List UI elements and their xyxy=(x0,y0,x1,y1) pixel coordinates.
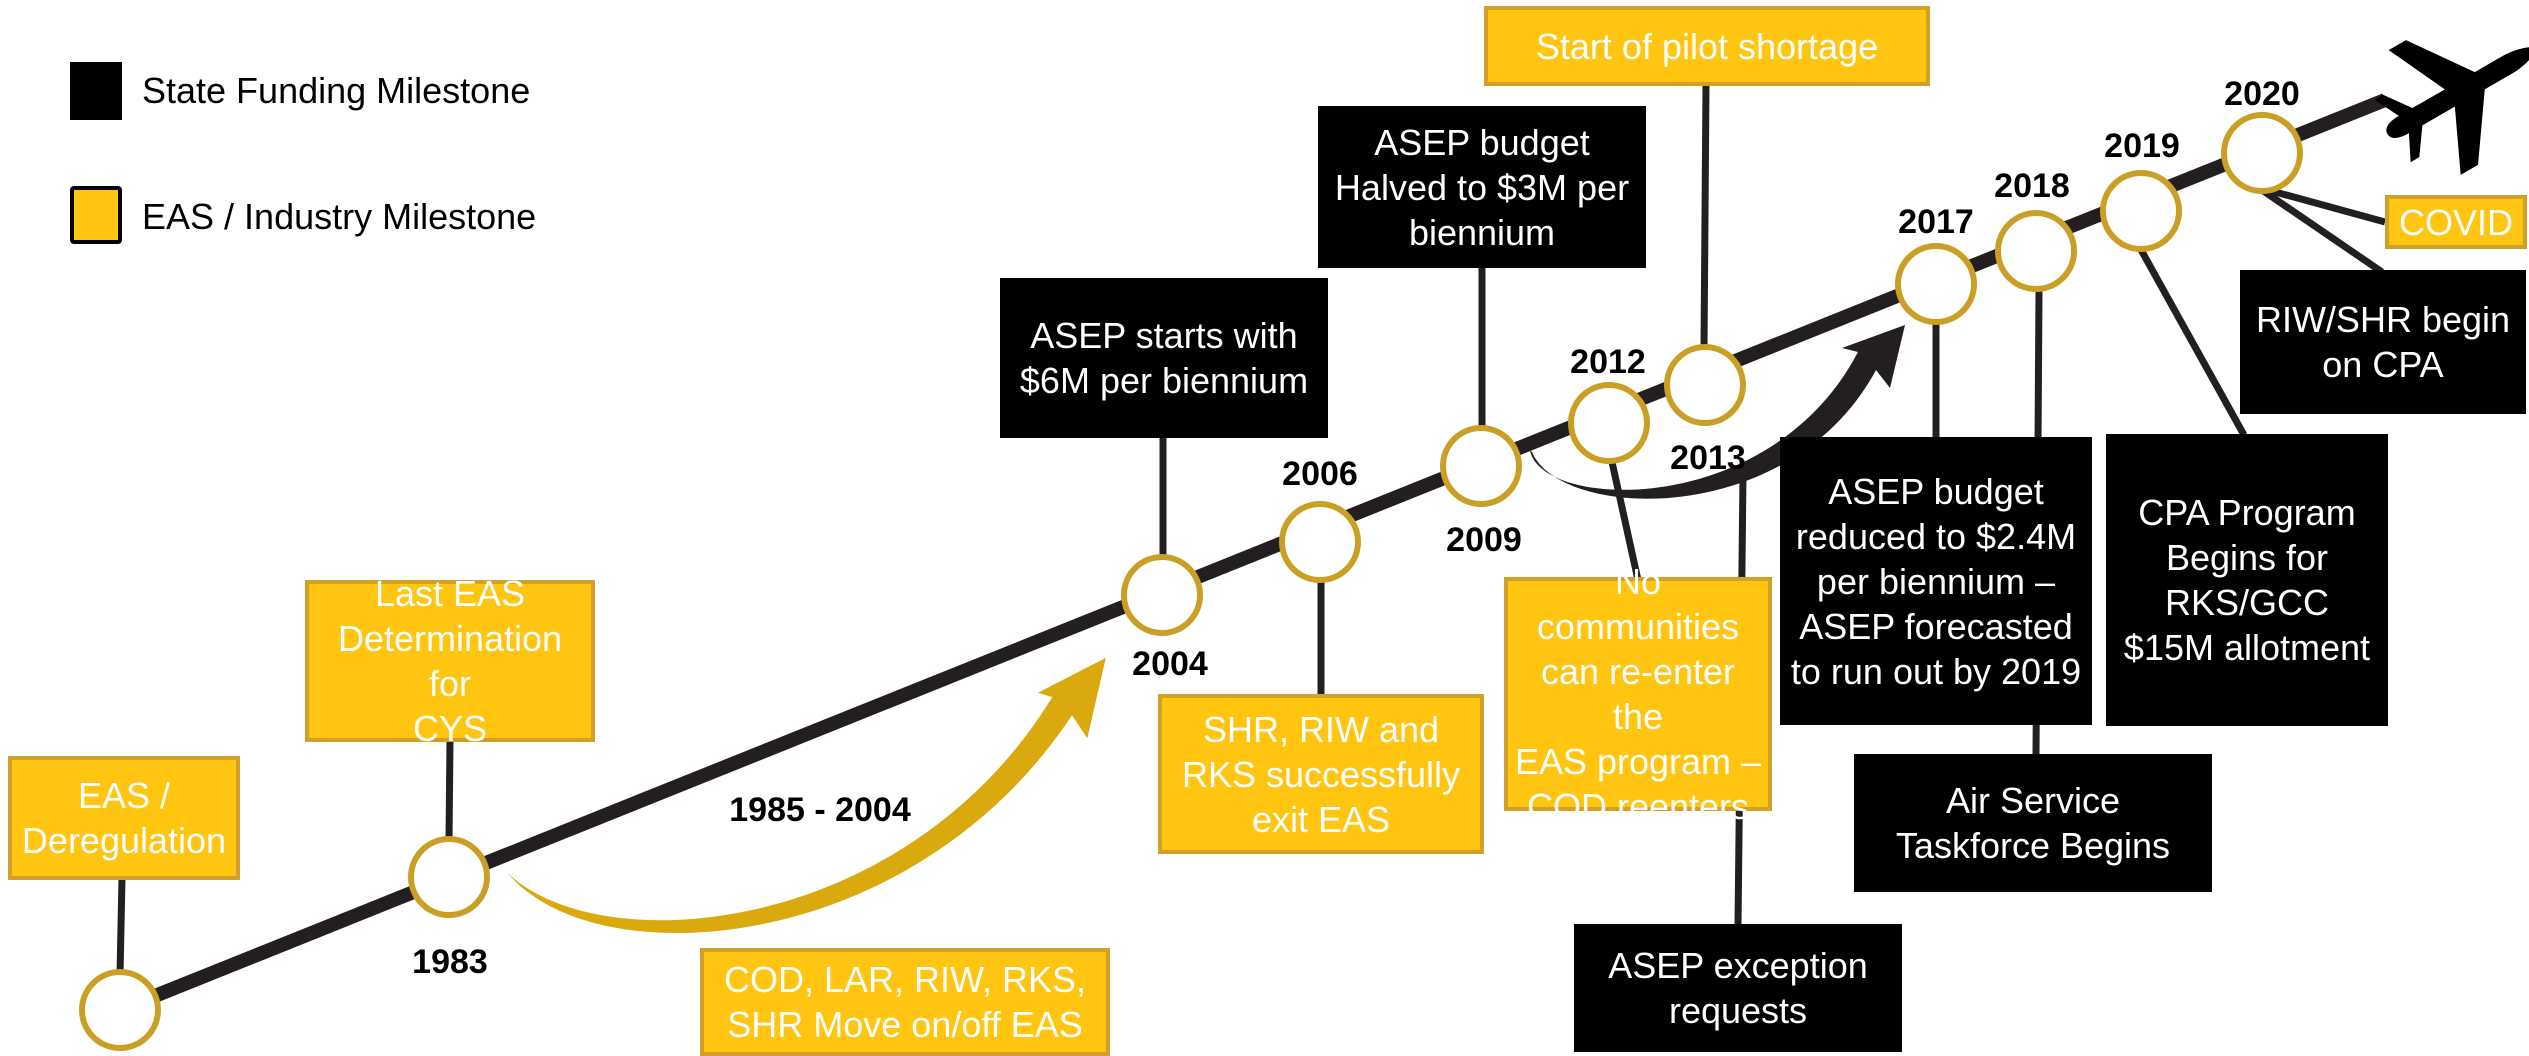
milestone-circle-2019 xyxy=(2100,170,2182,252)
connector-cpa xyxy=(2136,246,2248,437)
milestone-riw-shr-cpa: RIW/SHR begin on CPA xyxy=(2240,270,2526,414)
year-label-2020: 2020 xyxy=(2224,74,2300,113)
milestone-circle-2017 xyxy=(1895,243,1977,325)
curved-arrow-icon xyxy=(1530,325,1905,499)
milestone-asep-starts: ASEP starts with $6M per biennium xyxy=(1000,278,1328,438)
legend-label-state: State Funding Milestone xyxy=(142,70,531,111)
milestone-circle-1978 xyxy=(79,969,161,1051)
year-label-2019: 2019 xyxy=(2104,126,2180,165)
milestone-covid: COVID xyxy=(2385,195,2527,249)
milestone-asep-reduced: ASEP budget reduced to $2.4M per bienniu… xyxy=(1780,437,2092,725)
legend-swatch-eas xyxy=(70,186,122,244)
span-label-1985-2004: 1985 - 2004 xyxy=(729,790,911,829)
milestone-circle-2004 xyxy=(1121,554,1203,636)
milestone-circle-2020 xyxy=(2221,112,2303,194)
airplane-icon xyxy=(2374,40,2529,175)
year-label-2009: 2009 xyxy=(1446,520,1522,559)
connector-no-communities xyxy=(1608,461,1642,581)
milestone-air-service-taskforce: Air Service Taskforce Begins xyxy=(1854,754,2212,892)
milestone-shr-riw-exit: SHR, RIW and RKS successfully exit EAS xyxy=(1158,694,1484,854)
milestone-pilot-shortage: Start of pilot shortage xyxy=(1484,6,1930,86)
year-label-2006: 2006 xyxy=(1282,454,1358,493)
legend-swatch-state xyxy=(70,62,122,120)
year-label-2012: 2012 xyxy=(1570,342,1646,381)
milestone-circle-2012 xyxy=(1568,382,1650,464)
connector-covid xyxy=(2267,186,2386,226)
year-label-2004: 2004 xyxy=(1132,644,1208,683)
connector-last-eas xyxy=(445,739,454,841)
milestone-no-communities: No communities can re-enter the EAS prog… xyxy=(1504,561,1772,827)
milestone-circle-2013 xyxy=(1664,344,1746,426)
milestone-eas-deregulation: EAS / Deregulation xyxy=(8,756,240,880)
year-label-2017: 2017 xyxy=(1898,202,1974,241)
connector-riw-shr xyxy=(2260,187,2384,275)
milestone-circle-2018 xyxy=(1995,210,2077,292)
curved-arrow-icon xyxy=(503,652,1111,936)
milestone-circle-2009 xyxy=(1440,425,1522,507)
milestone-circle-1983 xyxy=(408,836,490,918)
year-label-1983: 1983 xyxy=(412,942,488,981)
milestone-last-eas-cys: Last EAS Determination for CYS xyxy=(305,573,595,749)
milestone-asep-exception: ASEP exception requests xyxy=(1574,924,1902,1052)
year-label-2018: 2018 xyxy=(1994,166,2070,205)
milestone-cod-lar-move: COD, LAR, RIW, RKS, SHR Move on/off EAS xyxy=(700,948,1110,1056)
connector-pilot-shortage xyxy=(1700,84,1710,348)
milestone-asep-halved: ASEP budget Halved to $3M per biennium xyxy=(1318,106,1646,268)
connector-eas-dereg xyxy=(116,877,126,976)
milestone-cpa-program: CPA Program Begins for RKS/GCC $15M allo… xyxy=(2106,434,2388,726)
legend-label-eas: EAS / Industry Milestone xyxy=(142,196,537,237)
year-label-2013: 2013 xyxy=(1670,438,1746,477)
milestone-circle-2006 xyxy=(1279,501,1361,583)
